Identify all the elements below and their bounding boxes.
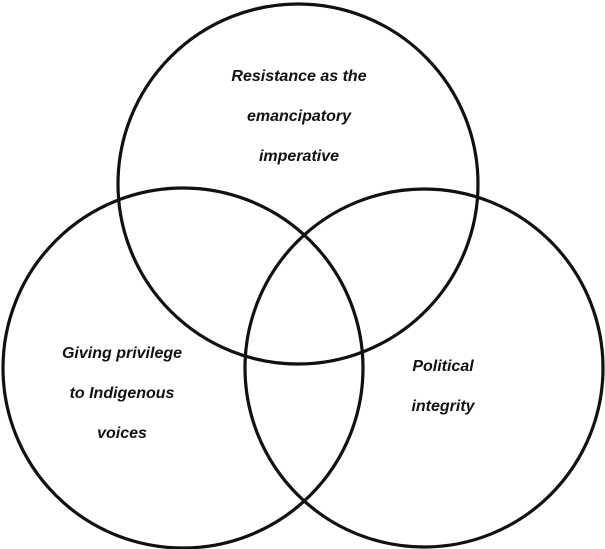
circle-right-label-line-1: Political: [412, 358, 474, 375]
circle-left-label-line-2: to Indigenous: [69, 385, 175, 402]
circle-left: [1, 186, 365, 549]
circle-top: [116, 2, 480, 366]
circle-right-label-line-2: integrity: [411, 398, 475, 415]
circle-left-label: Giving privilege to Indigenous voices: [32, 334, 212, 454]
circle-left-label-line-3: voices: [97, 425, 147, 442]
circle-top-label-line-3: imperative: [258, 148, 340, 165]
circle-left-label-line-1: Giving privilege: [61, 345, 183, 362]
circle-top-label-line-2: emancipatory: [246, 108, 352, 125]
circle-top-label: Resistance as the emancipatory imperativ…: [199, 57, 399, 177]
circle-right-label: Political integrity: [388, 347, 498, 427]
circle-right: [243, 187, 605, 549]
circle-top-label-line-1: Resistance as the: [231, 68, 367, 85]
